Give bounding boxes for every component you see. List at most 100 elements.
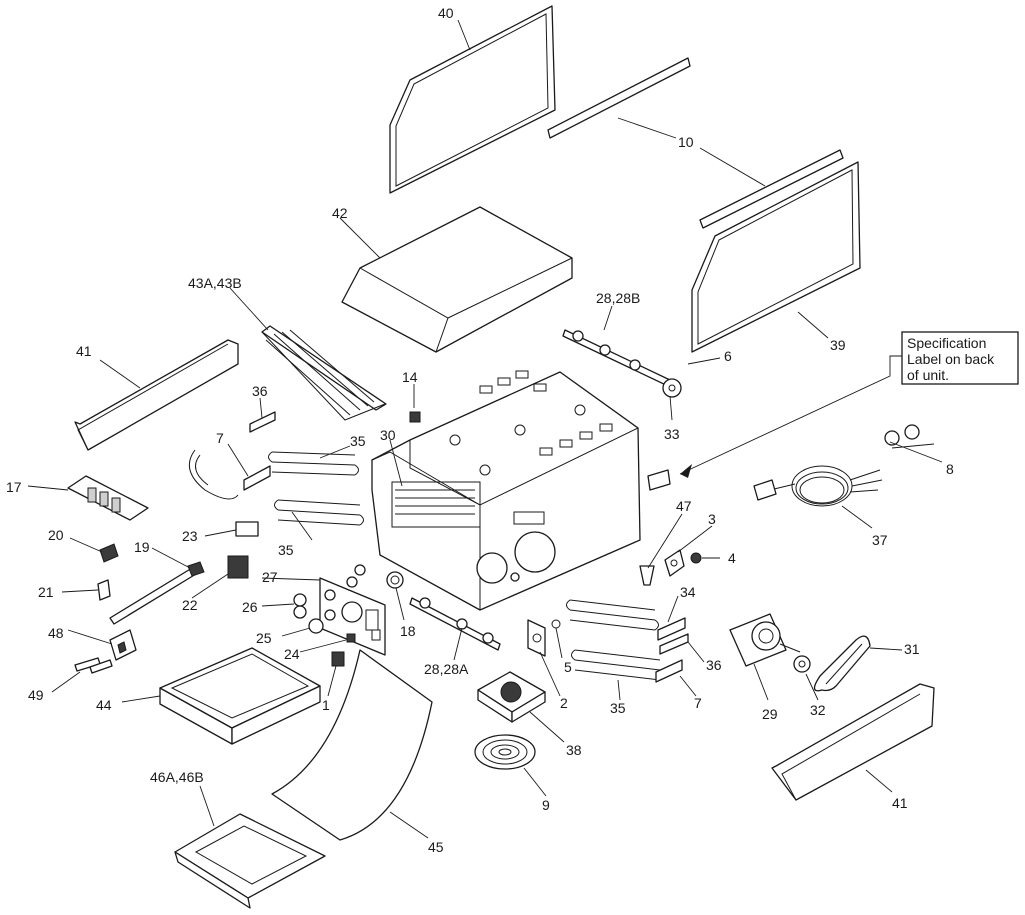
part-28a-shaft bbox=[409, 597, 501, 651]
spec-arrowhead bbox=[680, 464, 692, 478]
callout-36-upper: 36 bbox=[252, 383, 268, 399]
callout-27: 27 bbox=[262, 569, 278, 585]
part-26-knobs bbox=[293, 593, 307, 619]
callout-32: 32 bbox=[810, 702, 826, 718]
callout-30: 30 bbox=[380, 427, 396, 443]
callout-18: 18 bbox=[400, 623, 416, 639]
part-38-fan bbox=[477, 671, 546, 723]
callout-45: 45 bbox=[428, 839, 444, 855]
callout-21: 21 bbox=[38, 584, 54, 600]
part-36-bracket-upper bbox=[249, 411, 276, 433]
callout-36-lower: 36 bbox=[706, 657, 722, 673]
part-35-heating-element-upper bbox=[268, 451, 364, 526]
part-44-drawer-tray bbox=[159, 647, 321, 745]
part-8-strain-relief bbox=[884, 424, 920, 446]
part-37-power-cord bbox=[753, 465, 883, 507]
part-19-probe bbox=[109, 561, 205, 625]
part-35-heating-element-lower bbox=[566, 599, 664, 681]
callout-35-mid: 35 bbox=[278, 542, 294, 558]
part-7-bracket-upper bbox=[243, 465, 271, 491]
callout-24: 24 bbox=[284, 646, 300, 662]
spec-label-box bbox=[901, 331, 1019, 385]
callout-46a-46b: 46A,46B bbox=[150, 769, 204, 785]
callout-1: 1 bbox=[322, 697, 330, 713]
part-46-door bbox=[174, 813, 326, 909]
callout-6: 6 bbox=[724, 348, 732, 364]
part-10-strip bbox=[547, 57, 691, 139]
callout-47: 47 bbox=[676, 498, 692, 514]
part-25-knob bbox=[308, 618, 324, 634]
callout-35-lower: 35 bbox=[610, 700, 626, 716]
callout-43a-43b: 43A,43B bbox=[188, 275, 242, 291]
callout-39: 39 bbox=[830, 337, 846, 353]
part-42-top-cover bbox=[341, 206, 573, 353]
part-29-motor bbox=[729, 613, 801, 667]
callout-37: 37 bbox=[872, 532, 888, 548]
spec-label-marker bbox=[647, 469, 671, 491]
callout-2: 2 bbox=[560, 695, 568, 711]
callout-38: 38 bbox=[566, 742, 582, 758]
callout-4: 4 bbox=[728, 550, 736, 566]
part-34-bracket bbox=[657, 617, 686, 641]
callout-22: 22 bbox=[182, 597, 198, 613]
spec-label-line3: of unit. bbox=[907, 367, 949, 383]
part-5-clip bbox=[551, 619, 561, 629]
callout-7-upper: 7 bbox=[216, 430, 224, 446]
callout-7-lower: 7 bbox=[694, 695, 702, 711]
part-2-bearing-plate bbox=[527, 619, 546, 657]
callout-23: 23 bbox=[182, 528, 198, 544]
part-3-bearing bbox=[664, 549, 685, 577]
callout-3: 3 bbox=[708, 511, 716, 527]
part-22-transformer bbox=[227, 555, 249, 579]
callout-33: 33 bbox=[664, 426, 680, 442]
part-39-side-panel bbox=[691, 149, 861, 353]
spec-label-line2: Label on back bbox=[907, 351, 995, 367]
part-27-control-panel bbox=[319, 577, 386, 656]
part-31-chain bbox=[813, 635, 871, 692]
callout-34: 34 bbox=[680, 584, 696, 600]
callout-42: 42 bbox=[332, 205, 348, 221]
part-32-sprocket bbox=[793, 655, 811, 673]
part-45-shield bbox=[271, 649, 433, 841]
callout-29: 29 bbox=[762, 706, 778, 722]
part-7-bracket-lower bbox=[655, 659, 683, 683]
part-20-sensor bbox=[99, 543, 119, 563]
callout-20: 20 bbox=[48, 527, 64, 543]
callout-41-lower: 41 bbox=[892, 795, 908, 811]
callout-28-28b: 28,28B bbox=[596, 290, 640, 306]
callout-10: 10 bbox=[678, 134, 694, 150]
callout-44: 44 bbox=[96, 697, 112, 713]
callout-9: 9 bbox=[542, 797, 550, 813]
part-49-fuses bbox=[74, 657, 113, 674]
part-33-sprocket bbox=[662, 378, 682, 398]
callout-8: 8 bbox=[946, 461, 954, 477]
callout-26: 26 bbox=[242, 599, 258, 615]
callout-14: 14 bbox=[402, 369, 418, 385]
part-47-bushing bbox=[639, 565, 655, 586]
part-17-control-board bbox=[67, 475, 149, 521]
part-1-switch bbox=[331, 651, 345, 667]
callout-19: 19 bbox=[134, 539, 150, 555]
part-4-nut bbox=[690, 552, 702, 564]
callout-31: 31 bbox=[904, 641, 920, 657]
part-24-switch bbox=[346, 633, 356, 643]
leader-lines bbox=[27, 19, 943, 839]
part-41-crumb-tray-lower bbox=[771, 683, 935, 801]
callout-41-upper: 41 bbox=[76, 343, 92, 359]
part-28b-shaft bbox=[562, 329, 671, 387]
part-18-knob-assembly bbox=[346, 564, 404, 589]
callout-35-upper: 35 bbox=[350, 433, 366, 449]
part-9-fan-guard bbox=[474, 734, 536, 770]
part-23-thermostat bbox=[235, 521, 259, 537]
callout-labels: 40 10 42 39 43A,43B 28,28B 6 41 36 14 7 … bbox=[6, 5, 954, 855]
part-48-terminal-block bbox=[109, 629, 137, 661]
part-14-clip bbox=[409, 411, 421, 423]
spec-label-line1: Specification bbox=[907, 335, 986, 351]
part-43-conveyor-belt bbox=[261, 325, 387, 421]
part-40-side-panel bbox=[389, 5, 556, 194]
callout-48: 48 bbox=[48, 625, 64, 641]
callout-40: 40 bbox=[438, 5, 454, 21]
part-21-fuse-clip bbox=[97, 579, 111, 601]
